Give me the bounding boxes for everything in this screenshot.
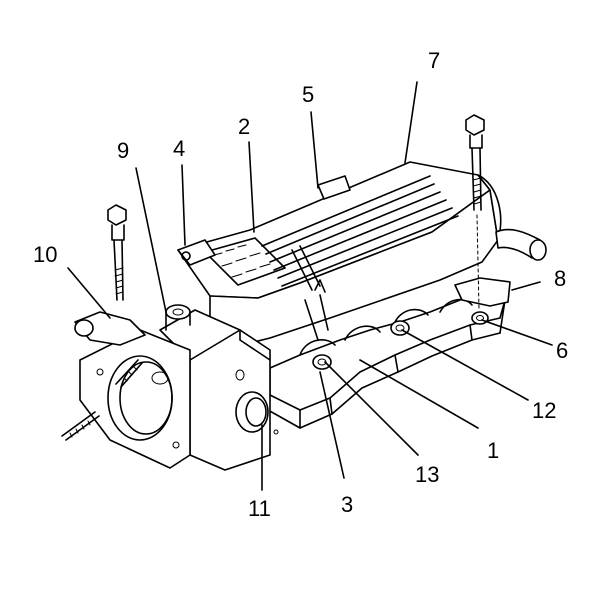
lower-manifold (267, 277, 511, 429)
upper-plenum (177, 161, 502, 349)
callout-3: 3 (341, 492, 354, 517)
leader-lines (67, 81, 553, 491)
bolt-right (465, 114, 485, 311)
callout-10: 10 (33, 242, 58, 267)
callout-6: 6 (556, 338, 569, 363)
callout-11: 11 (248, 496, 271, 521)
callout-13: 13 (415, 462, 440, 487)
throttle-body-housing (61, 304, 279, 471)
callout-8: 8 (554, 266, 567, 291)
callout-9: 9 (117, 138, 130, 163)
callout-5: 5 (302, 82, 315, 107)
bolt-left (107, 204, 127, 301)
callout-7: 7 (428, 48, 441, 73)
hose-fitting (495, 228, 547, 261)
callout-1: 1 (487, 438, 500, 463)
callout-4: 4 (173, 136, 186, 161)
callout-12: 12 (532, 398, 557, 423)
callout-2: 2 (238, 114, 251, 139)
